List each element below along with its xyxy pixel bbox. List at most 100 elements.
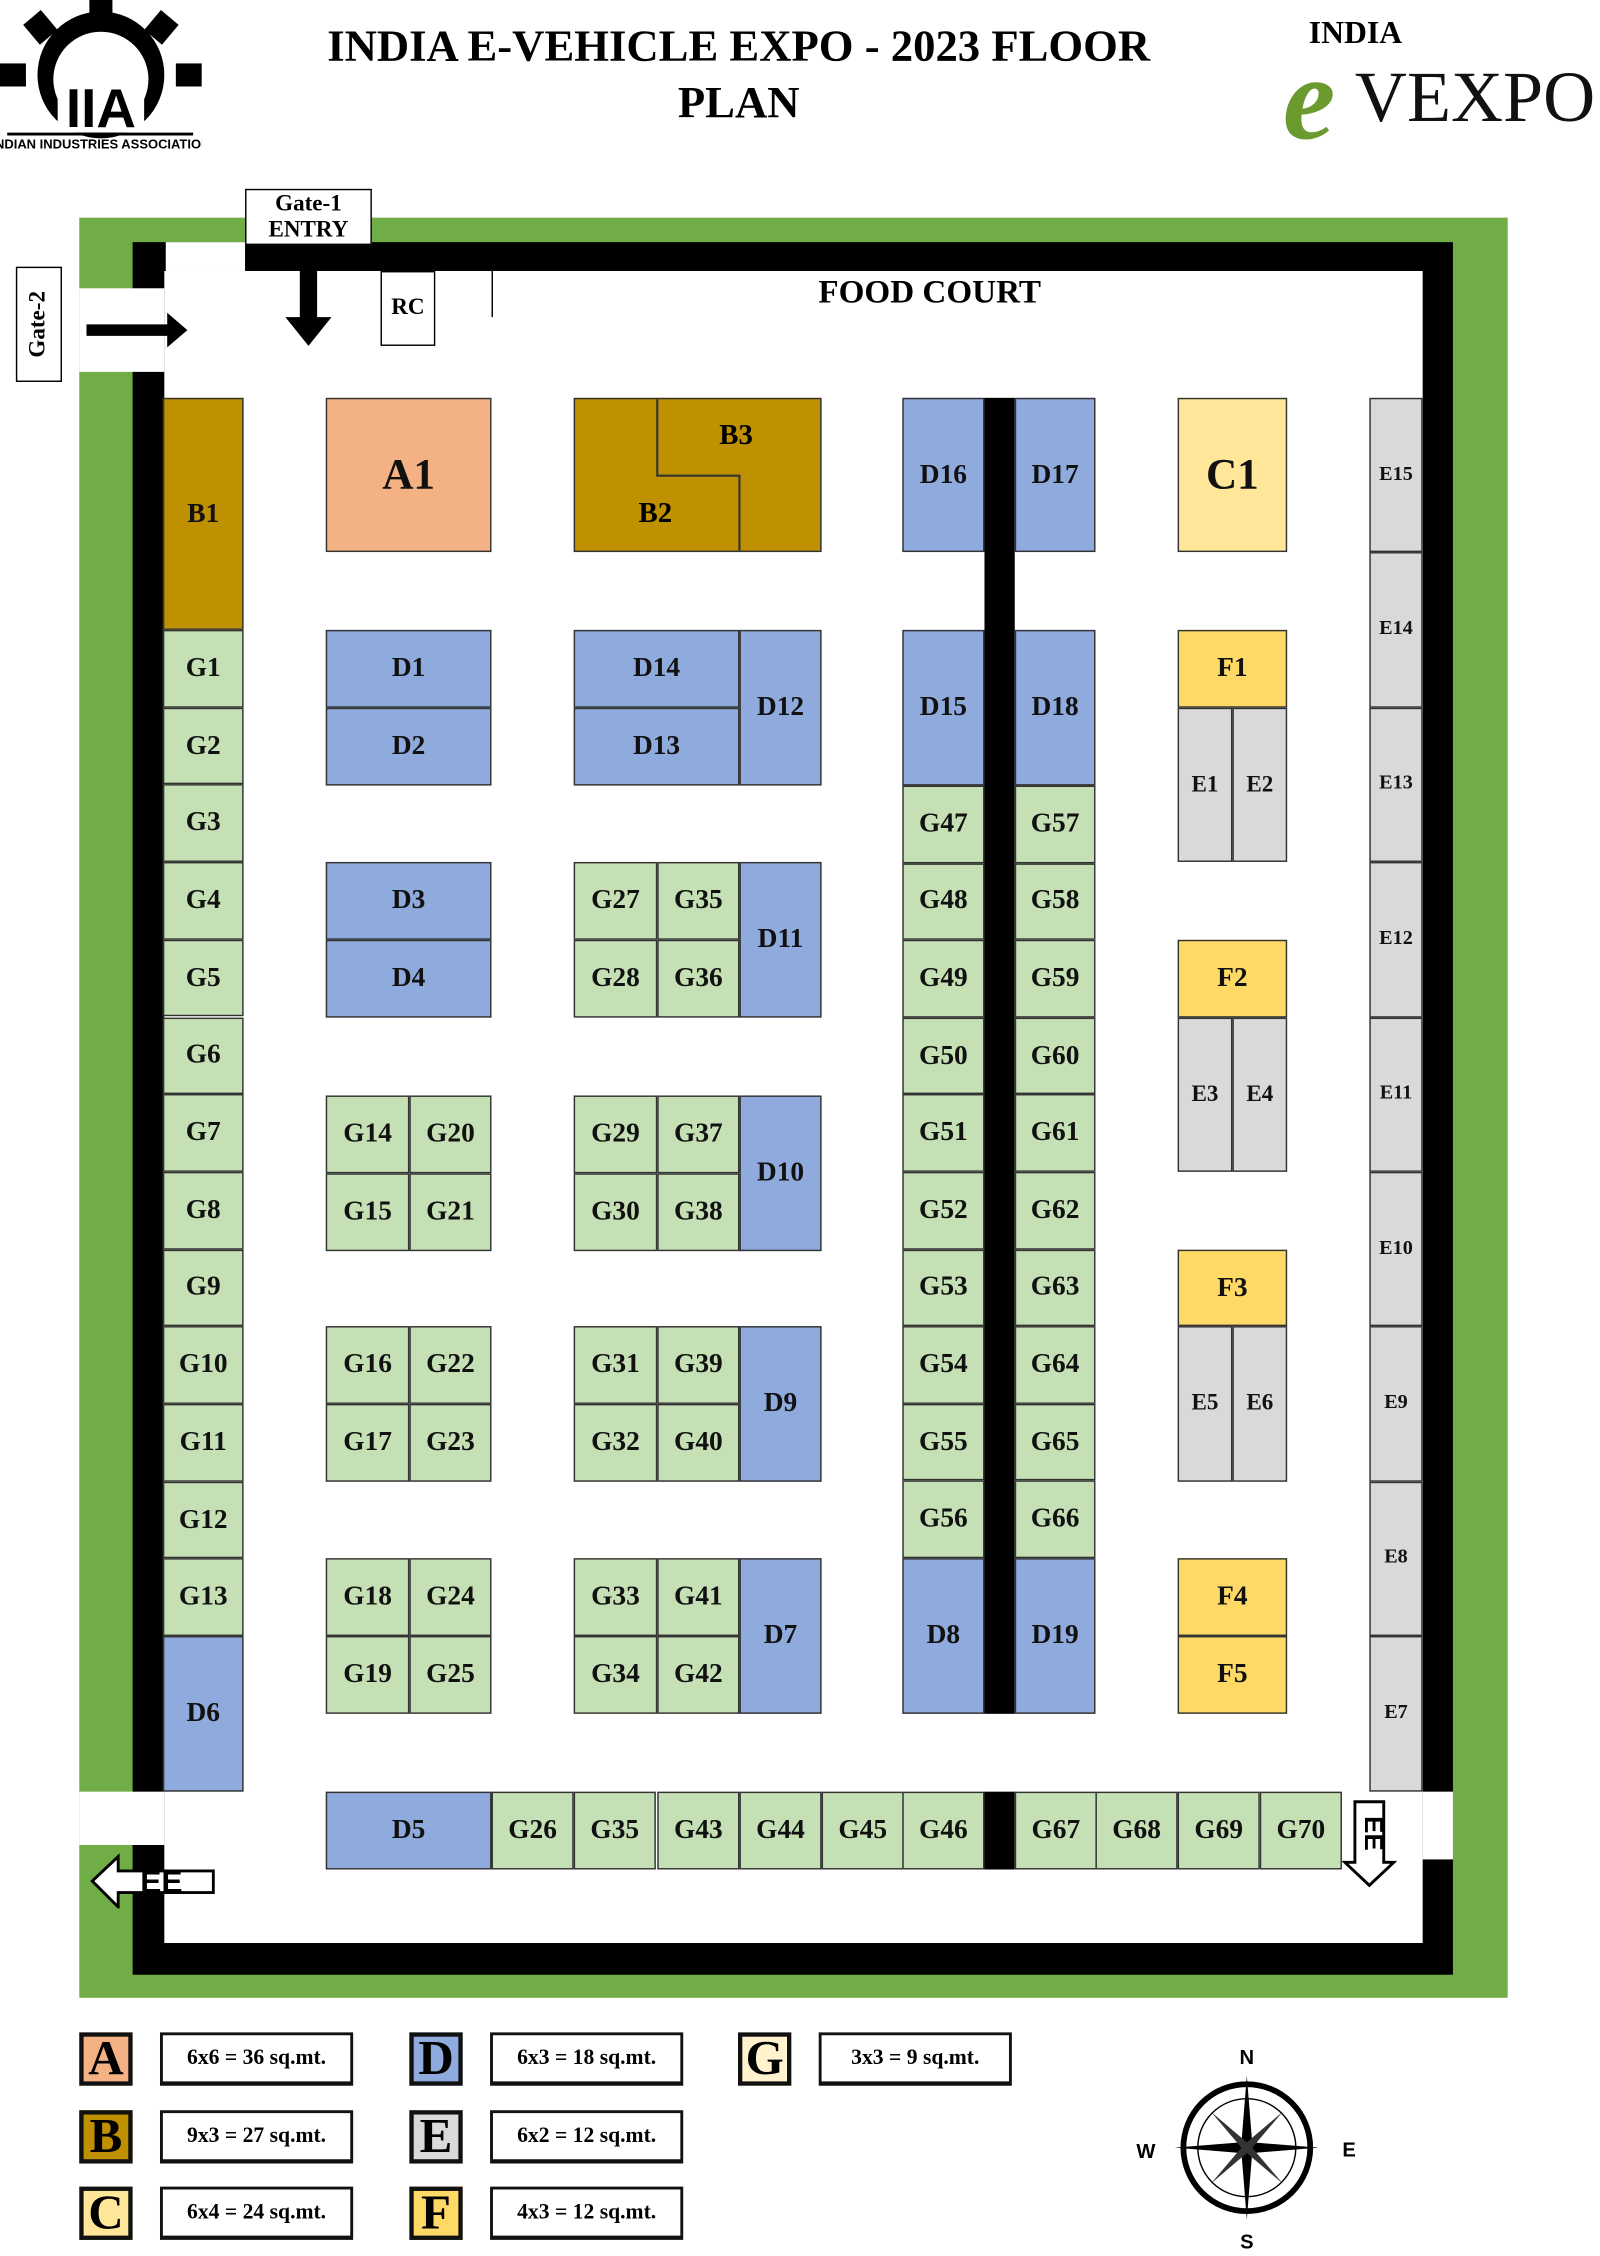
booth-g26[interactable]: G26 [491,1791,574,1870]
booth-f4[interactable]: F4 [1177,1558,1288,1636]
booth-g62[interactable]: G62 [1014,1171,1096,1250]
booth-d19[interactable]: D19 [1014,1558,1096,1714]
booth-d12[interactable]: D12 [739,629,822,786]
booth-g18[interactable]: G18 [325,1558,410,1636]
booth-g14[interactable]: G14 [325,1095,410,1174]
booth-b2-b3[interactable]: B3 B2 [573,397,822,553]
booth-f3[interactable]: F3 [1177,1249,1288,1327]
booth-f2[interactable]: F2 [1177,939,1288,1018]
booth-g59[interactable]: G59 [1014,940,1096,1018]
booth-g49[interactable]: G49 [902,940,985,1018]
booth-g28[interactable]: G28 [573,939,658,1018]
booth-g36[interactable]: G36 [657,939,740,1018]
booth-g37[interactable]: G37 [657,1095,740,1174]
booth-d10[interactable]: D10 [739,1095,822,1252]
booth-g15[interactable]: G15 [325,1173,410,1252]
booth-g5[interactable]: G5 [162,939,244,1017]
booth-g66[interactable]: G66 [1014,1480,1096,1559]
booth-d13[interactable]: D13 [573,707,740,786]
booth-e12[interactable]: E12 [1369,862,1423,1018]
booth-g70[interactable]: G70 [1259,1791,1342,1870]
booth-d3[interactable]: D3 [325,861,492,940]
booth-g2[interactable]: G2 [162,707,244,785]
booth-e6[interactable]: E6 [1232,1326,1288,1482]
booth-b1[interactable]: B1 [162,397,244,630]
booth-g60[interactable]: G60 [1014,1017,1096,1095]
booth-g61[interactable]: G61 [1014,1094,1096,1172]
booth-g44[interactable]: G44 [739,1791,822,1870]
booth-g40[interactable]: G40 [657,1403,740,1482]
booth-g51[interactable]: G51 [902,1094,985,1172]
booth-d18[interactable]: D18 [1014,629,1096,786]
booth-d17[interactable]: D17 [1014,397,1096,553]
booth-g39[interactable]: G39 [657,1326,740,1404]
booth-e11[interactable]: E11 [1369,1017,1423,1172]
booth-g57[interactable]: G57 [1014,785,1096,863]
booth-g43[interactable]: G43 [657,1791,740,1870]
booth-g56[interactable]: G56 [902,1480,985,1559]
booth-g27[interactable]: G27 [573,861,658,940]
booth-g10[interactable]: G10 [162,1326,244,1404]
booth-g64[interactable]: G64 [1014,1326,1096,1404]
booth-g35[interactable]: G35 [573,1791,656,1870]
booth-g16[interactable]: G16 [325,1326,410,1404]
booth-d4[interactable]: D4 [325,939,492,1018]
booth-g9[interactable]: G9 [162,1249,244,1327]
booth-e4[interactable]: E4 [1232,1017,1288,1172]
booth-f5[interactable]: F5 [1177,1635,1288,1714]
booth-d7[interactable]: D7 [739,1558,822,1714]
booth-e14[interactable]: E14 [1369,552,1423,708]
booth-g63[interactable]: G63 [1014,1249,1096,1327]
booth-d11[interactable]: D11 [739,861,822,1018]
booth-g12[interactable]: G12 [162,1481,244,1559]
booth-g41[interactable]: G41 [657,1558,740,1636]
booth-g20[interactable]: G20 [409,1095,492,1174]
booth-g46[interactable]: G46 [902,1791,985,1870]
booth-e5[interactable]: E5 [1177,1326,1233,1482]
booth-g4[interactable]: G4 [162,862,244,940]
booth-g13[interactable]: G13 [162,1558,244,1637]
booth-d8[interactable]: D8 [902,1558,985,1714]
booth-g23[interactable]: G23 [409,1403,492,1482]
booth-e8[interactable]: E8 [1369,1481,1423,1637]
booth-d6[interactable]: D6 [162,1635,244,1792]
booth-g8[interactable]: G8 [162,1171,244,1250]
booth-g1[interactable]: G1 [162,629,244,708]
booth-g21[interactable]: G21 [409,1173,492,1252]
booth-e15[interactable]: E15 [1369,397,1423,553]
booth-g54[interactable]: G54 [902,1326,985,1404]
booth-g67[interactable]: G67 [1014,1791,1097,1870]
booth-g69[interactable]: G69 [1177,1791,1260,1870]
booth-e3[interactable]: E3 [1177,1017,1233,1172]
booth-d14[interactable]: D14 [573,629,740,708]
booth-d9[interactable]: D9 [739,1326,822,1482]
booth-g58[interactable]: G58 [1014,862,1096,941]
booth-g47[interactable]: G47 [902,785,985,863]
booth-g53[interactable]: G53 [902,1249,985,1327]
booth-g11[interactable]: G11 [162,1403,244,1482]
booth-d5[interactable]: D5 [325,1791,492,1870]
booth-g7[interactable]: G7 [162,1094,244,1172]
booth-g68[interactable]: G68 [1095,1791,1178,1870]
booth-g42[interactable]: G42 [657,1635,740,1714]
booth-e2[interactable]: E2 [1232,707,1288,862]
booth-e13[interactable]: E13 [1369,707,1423,863]
booth-f1[interactable]: F1 [1177,629,1288,708]
booth-g31[interactable]: G31 [573,1326,658,1404]
booth-d16[interactable]: D16 [902,397,985,553]
booth-g45[interactable]: G45 [821,1791,904,1870]
booth-g3[interactable]: G3 [162,784,244,863]
booth-g38[interactable]: G38 [657,1173,740,1252]
booth-g35[interactable]: G35 [657,861,740,940]
booth-d15[interactable]: D15 [902,629,985,786]
booth-g50[interactable]: G50 [902,1017,985,1095]
booth-e7[interactable]: E7 [1369,1636,1423,1792]
booth-e10[interactable]: E10 [1369,1171,1423,1327]
booth-g48[interactable]: G48 [902,862,985,941]
booth-g25[interactable]: G25 [409,1635,492,1714]
booth-e1[interactable]: E1 [1177,707,1233,862]
booth-c1[interactable]: C1 [1177,397,1288,553]
booth-g17[interactable]: G17 [325,1403,410,1482]
booth-g22[interactable]: G22 [409,1326,492,1404]
booth-g6[interactable]: G6 [162,1016,244,1095]
